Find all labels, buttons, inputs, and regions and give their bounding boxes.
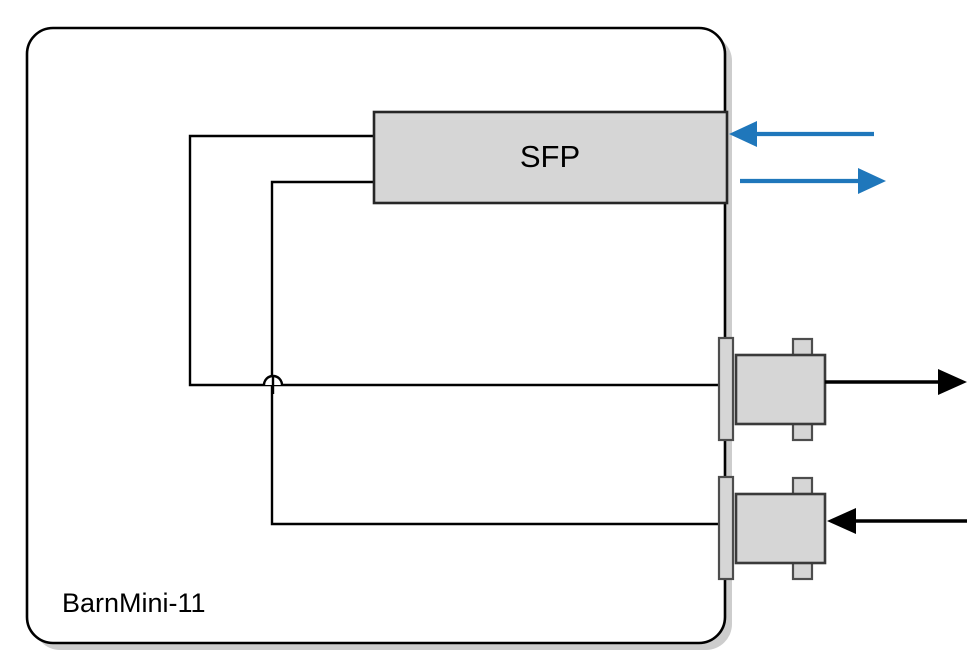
connector-input[interactable] [717,475,827,581]
optical-transmit-arrowhead [858,168,886,194]
wire-sfp-to-output-connector [188,134,719,387]
electrical-input-arrow [827,508,967,534]
connector-input-tab-top [791,476,814,497]
connector-output-body [734,353,827,426]
connector-output-tab-top [791,337,814,358]
electrical-input-arrowhead [827,508,856,534]
device-name-label: BarnMini-11 [62,588,206,618]
connector-output[interactable] [717,336,827,442]
connector-input-body [734,492,827,565]
optical-receive-arrow [729,121,874,147]
sfp-module[interactable] [372,110,729,205]
wire-sfp-to-input-connector [270,180,719,526]
optical-transmit-arrow [740,168,886,194]
sfp-module-label: SFP [520,139,580,174]
connector-input-flange [717,475,735,581]
electrical-output-arrowhead [938,369,967,395]
connector-input-tab-bottom [791,560,814,581]
connector-output-tab-bottom [791,421,814,442]
electrical-output-arrow [825,369,967,395]
connector-output-flange [717,336,735,442]
optical-receive-arrowhead [729,121,757,147]
